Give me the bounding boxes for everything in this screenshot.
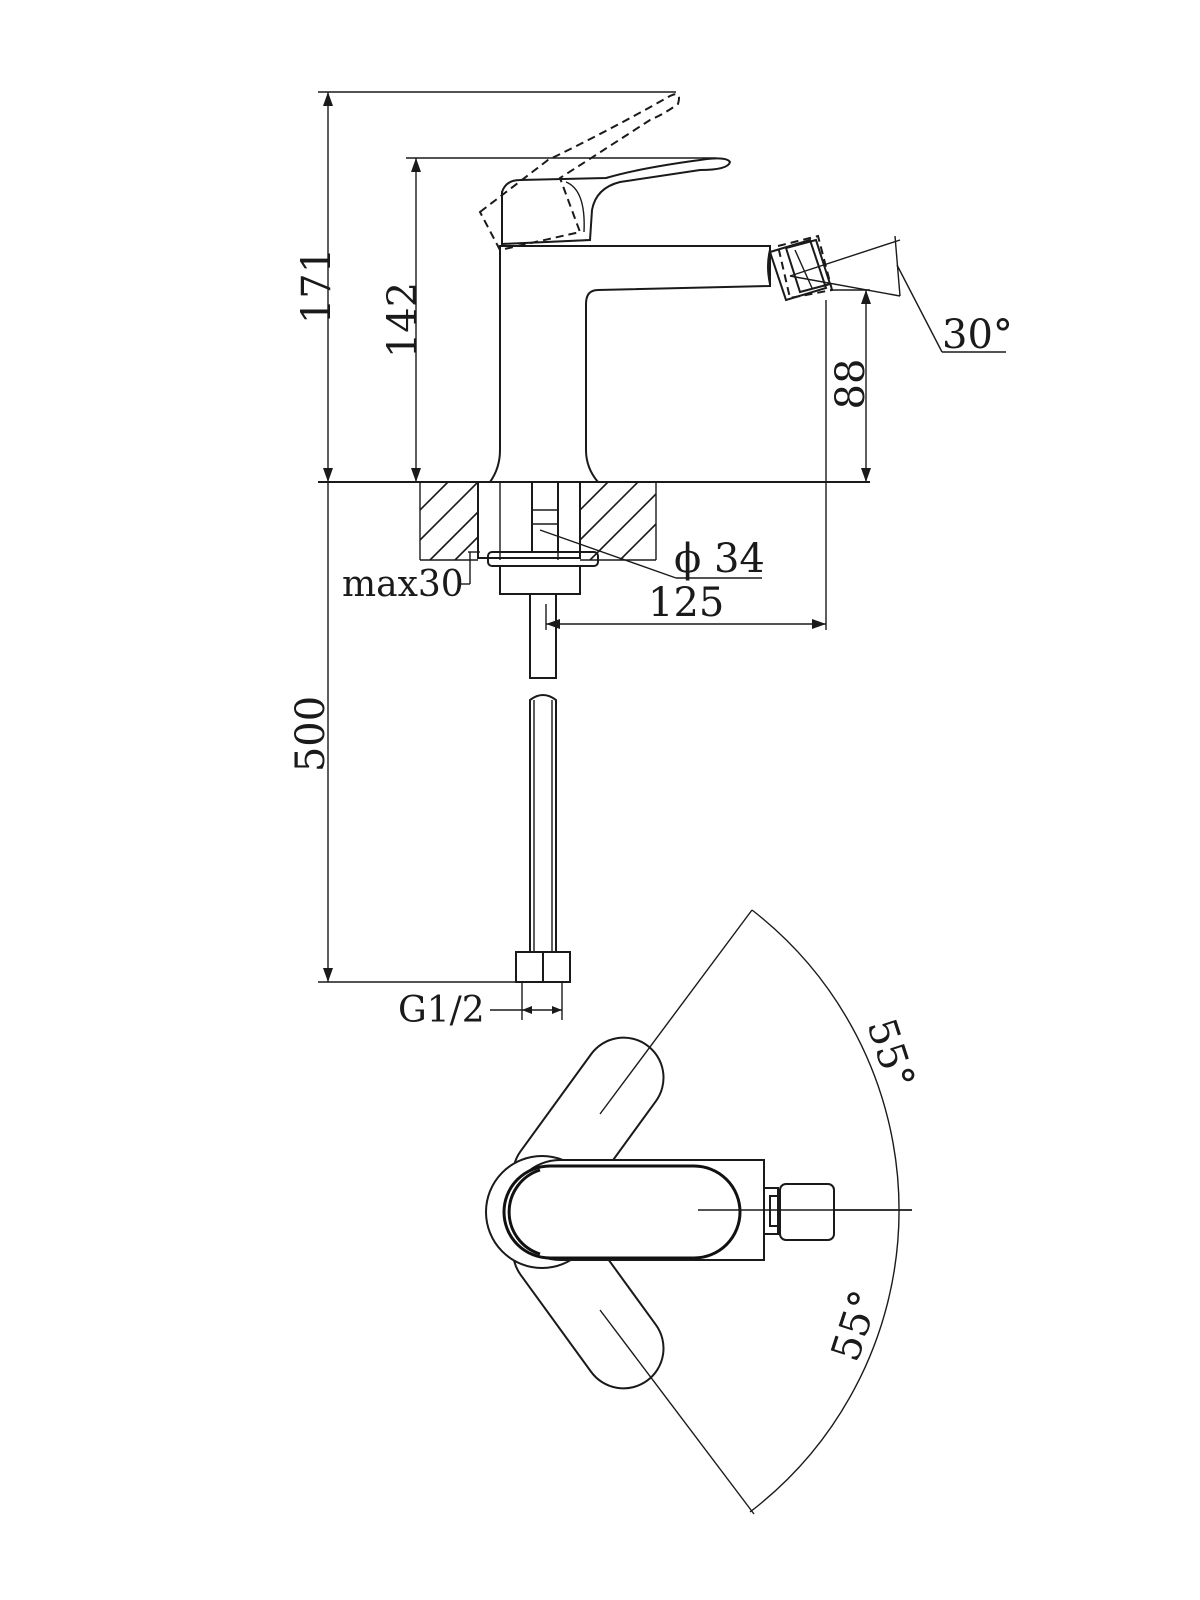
spray-angle-lines (789, 235, 1006, 353)
counter-hatch-left (419, 481, 479, 561)
hose-lower (529, 694, 557, 953)
nozzle-cap (779, 1183, 835, 1241)
dim-text-max30: max30 (342, 564, 464, 605)
dim-text-171: 171 (294, 248, 340, 324)
dim-text-55-lower: 55° (823, 1285, 889, 1367)
mounting-nut (499, 565, 581, 595)
dim-g12 (490, 982, 563, 1020)
dim-171 (318, 91, 676, 482)
side-view: 171 142 88 30° ϕ 34 (288, 91, 1013, 1031)
handle-center (502, 1164, 742, 1260)
dim-phi34 (539, 529, 762, 579)
dim-text-125: 125 (648, 580, 724, 626)
faucet-body (489, 245, 771, 483)
dim-text-88: 88 (828, 359, 874, 410)
top-view: 55° 55° (485, 909, 924, 1515)
dim-500 (318, 482, 516, 983)
hose-upper (529, 593, 557, 679)
dim-text-30deg: 30° (942, 312, 1013, 358)
dim-88 (830, 289, 871, 482)
dim-text-500: 500 (288, 696, 334, 772)
rotation-line-upper (599, 909, 753, 1115)
dim-text-55-upper: 55° (858, 1013, 924, 1095)
rotation-line-lower (599, 1309, 755, 1515)
dim-142 (406, 157, 716, 482)
dim-max30 (458, 551, 480, 585)
spray-nozzle (767, 234, 834, 302)
dim-text-142: 142 (380, 282, 426, 358)
faucet-handle-raised (478, 93, 680, 252)
dim-text-g12: G1/2 (398, 990, 485, 1031)
rotation-arc (749, 909, 900, 1513)
mounting-shank (477, 481, 581, 559)
center-stud (531, 481, 559, 553)
faucet-handle (501, 157, 732, 246)
dim-125 (545, 300, 827, 630)
counter-hatch-right (579, 481, 657, 561)
dim-text-phi34: ϕ 34 (674, 536, 765, 582)
